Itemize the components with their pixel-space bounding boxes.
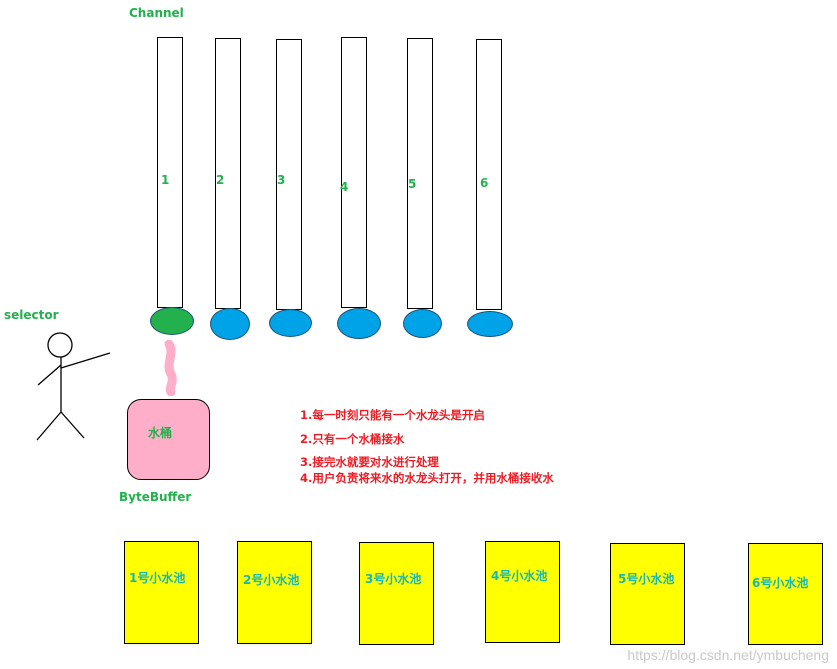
selector-label: selector	[4, 308, 59, 322]
note-1: 1.每一时刻只能有一个水龙头是开启	[300, 408, 485, 422]
pool-1-label: 1号小水池	[129, 571, 186, 585]
channel-label: Channel	[129, 6, 184, 20]
pipe-number-6: 6	[480, 176, 489, 190]
pipe-number-5: 5	[408, 177, 417, 191]
pool-4-label: 4号小水池	[491, 569, 548, 583]
tap-3	[269, 309, 312, 337]
watermark: https://blog.csdn.net/ymbucheng	[627, 647, 829, 663]
pool-2: 2号小水池	[237, 541, 312, 644]
water-bucket	[127, 399, 210, 480]
channel-pipe-1	[157, 37, 183, 308]
pipe-number-4: 4	[340, 180, 349, 194]
note-3: 3.接完水就要对水进行处理	[300, 455, 439, 469]
pool-6-label: 6号小水池	[752, 576, 809, 590]
note-2: 2.只有一个水桶接水	[300, 432, 405, 446]
channel-pipe-5	[407, 38, 433, 309]
pipe-number-1: 1	[161, 173, 170, 187]
tap-4	[337, 308, 381, 339]
pool-2-label: 2号小水池	[243, 573, 300, 587]
pipe-number-3: 3	[277, 173, 286, 187]
channel-pipe-6	[476, 39, 502, 310]
water-stream	[164, 340, 177, 396]
pool-1: 1号小水池	[124, 541, 199, 644]
pipe-number-2: 2	[216, 173, 225, 187]
channel-pipe-4	[341, 37, 367, 308]
pool-5-label: 5号小水池	[618, 572, 675, 586]
pool-5: 5号小水池	[610, 543, 685, 645]
pool-4: 4号小水池	[485, 541, 560, 643]
stick-figure-icon	[36, 332, 111, 441]
tap-6	[467, 311, 513, 337]
tap-2	[210, 308, 250, 340]
tap-5	[403, 309, 442, 338]
channel-pipe-2	[215, 38, 241, 309]
pool-3: 3号小水池	[359, 542, 434, 645]
tap-1-open	[150, 307, 194, 335]
pool-3-label: 3号小水池	[365, 572, 422, 586]
bytebuffer-label: ByteBuffer	[119, 490, 192, 504]
bucket-label: 水桶	[148, 426, 173, 440]
note-4: 4.用户负责将来水的水龙头打开，并用水桶接收水	[300, 471, 554, 485]
pool-6: 6号小水池	[748, 543, 823, 645]
